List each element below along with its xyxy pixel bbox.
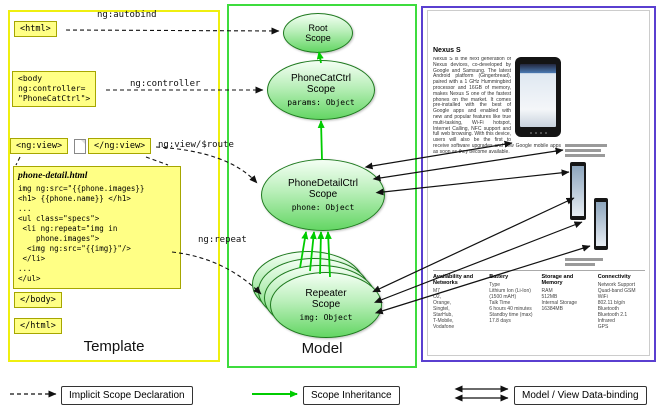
phone-screen	[520, 64, 556, 127]
text-line	[565, 144, 607, 147]
phone-detail-template-snippet: phone-detail.html img ng:src="{{phone.im…	[13, 166, 181, 289]
legend-implicit-scope: Implicit Scope Declaration	[61, 386, 193, 405]
phonecatctrl-scope-prop: params: Object	[287, 98, 355, 107]
legend-data-binding: Model / View Data-binding	[514, 386, 647, 405]
phone-buttons	[515, 132, 561, 134]
html-close-tag: </html>	[14, 318, 62, 334]
repeater-scope-ellipse: Repeater Scope img: Object	[270, 272, 382, 338]
phonedetailctrl-scope-prop: phone: Object	[291, 203, 355, 212]
phonedetailctrl-scope-title: PhoneDetailCtrl Scope	[287, 178, 359, 200]
ng-repeat-label: ng:repeat	[198, 235, 247, 245]
text-line	[565, 154, 605, 157]
spec-rows: Network Support Quad-band GSM WiFi 802.1…	[597, 282, 636, 330]
legend-scope-inheritance: Scope Inheritance	[303, 386, 400, 405]
snippet-title: phone-detail.html	[18, 171, 88, 181]
spec-col-connectivity: Connectivity Network Support Quad-band G…	[598, 274, 645, 330]
spec-col-availability: Availability and Networks M7 O2, Orange,…	[433, 274, 484, 330]
ngview-close-tag: </ng:view>	[88, 138, 152, 154]
phone-thumbnail-1	[570, 162, 586, 220]
ng-autobind-label: ng:autobind	[97, 10, 157, 20]
template-panel-label: Template	[83, 338, 145, 355]
page-icon	[74, 139, 86, 154]
ng-controller-label: ng:controller	[130, 79, 201, 89]
phone-image	[515, 57, 561, 137]
phone-thumbnail-2	[594, 198, 608, 250]
spec-header: Availability and Networks	[433, 274, 474, 286]
text-line	[565, 263, 595, 266]
repeater-scope-title: Repeater Scope	[305, 288, 347, 310]
spec-rows: M7 O2, Orange, Singtel, StarHub, T-Mobil…	[433, 288, 455, 330]
phonedetailctrl-scope-ellipse: PhoneDetailCtrl Scope phone: Object	[261, 159, 385, 231]
spec-header: Connectivity	[597, 274, 631, 280]
spec-header: Storage and Memory	[541, 274, 574, 286]
spec-rows: Type Lithium Ion (Li-Ion) (1500 mAH) Tal…	[489, 282, 533, 324]
page-title: Nexus S	[433, 47, 461, 54]
root-scope-title: Root Scope	[305, 23, 331, 43]
spec-header: Battery	[489, 274, 509, 280]
text-line	[565, 149, 601, 152]
root-scope-ellipse: Root Scope	[283, 13, 353, 53]
phonecatctrl-scope-title: PhoneCatCtrl Scope	[290, 73, 352, 95]
spec-rows: RAM 512MB Internal Storage 16384MB	[541, 288, 578, 312]
spec-col-battery: Battery Type Lithium Ion (Li-Ion) (1500 …	[489, 274, 536, 330]
body-open-tag: <body ng:controller= "PhoneCatCtrl">	[12, 71, 97, 107]
snippet-code: img ng:src="{{phone.images}} <h1> {{phon…	[18, 184, 145, 283]
spec-col-storage: Storage and Memory RAM 512MB Internal St…	[542, 274, 593, 330]
phonecatctrl-scope-ellipse: PhoneCatCtrl Scope params: Object	[267, 60, 375, 120]
html-open-tag: <html>	[14, 21, 57, 37]
ng-view-route-label: ng:view/$route	[158, 140, 234, 150]
phone-description: Nexus S is the next generation of Nexus …	[433, 57, 561, 209]
repeater-scope-prop: img: Object	[299, 313, 353, 322]
spec-table: Availability and Networks M7 O2, Orange,…	[433, 270, 645, 330]
ngview-open-tag: <ng:view>	[10, 138, 69, 154]
body-close-tag: </body>	[14, 292, 62, 308]
model-panel-label: Model	[301, 340, 343, 357]
text-line	[565, 258, 603, 261]
template-panel	[8, 10, 220, 362]
